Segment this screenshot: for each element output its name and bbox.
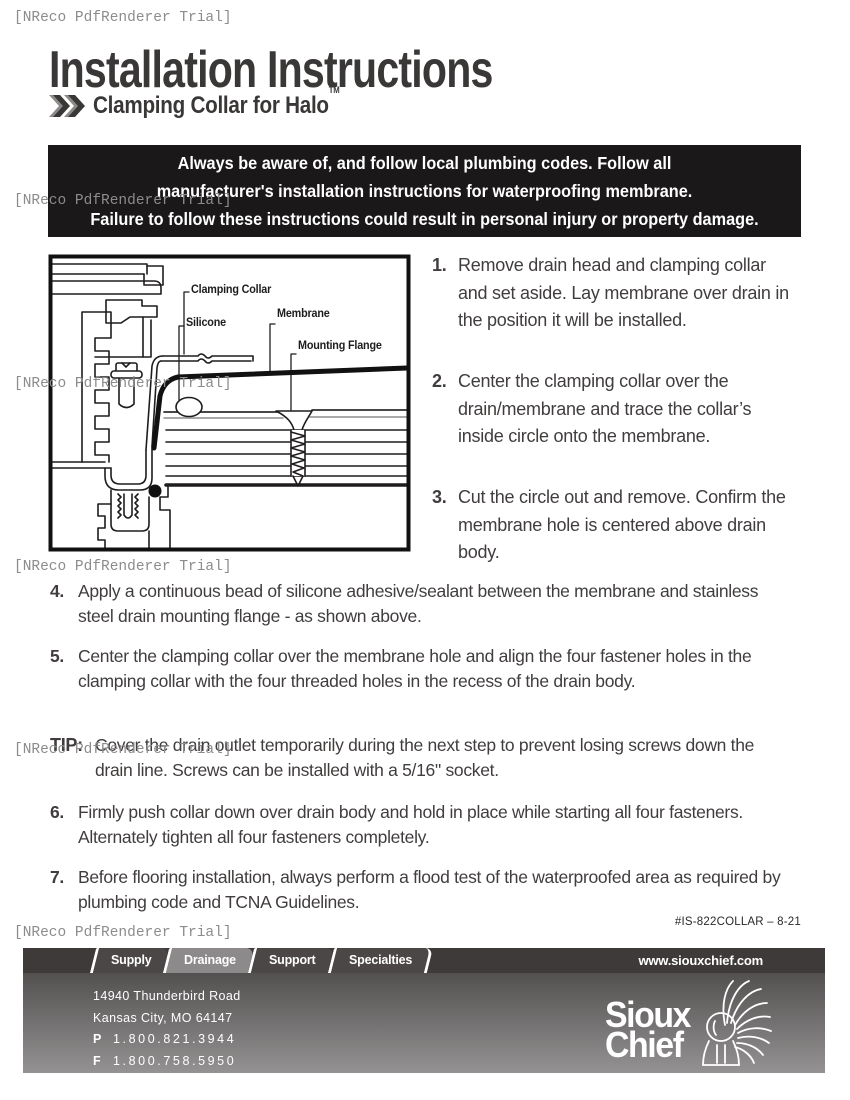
footer: Supply Drainage Support Specialties www.…: [23, 948, 825, 1073]
instruction-step-2: 2. Center the clamping collar over the d…: [432, 368, 794, 451]
page-title: Installation Instructions: [49, 41, 493, 99]
tab-support[interactable]: Support: [248, 948, 335, 973]
step-text: Center the clamping collar over the drai…: [458, 371, 752, 446]
page-subtitle: Clamping Collar for HaloTM: [49, 85, 380, 120]
chief-head-icon: [702, 980, 772, 1066]
tab-specialties[interactable]: Specialties: [327, 948, 434, 973]
tip-label: TIP:: [50, 735, 83, 755]
step-text: Remove drain head and clamping collar an…: [458, 255, 789, 330]
instruction-step-4: 4. Apply a continuous bead of silicone a…: [50, 579, 792, 629]
step-number: 1.: [432, 255, 447, 275]
warning-banner: Always be aware of, and follow local plu…: [48, 145, 801, 237]
step-text: Before flooring installation, always per…: [78, 867, 781, 912]
step-number: 7.: [50, 867, 64, 887]
diagram-label-silicone: Silicone: [186, 315, 226, 329]
diagram-label-mounting-flange: Mounting Flange: [298, 338, 382, 352]
watermark: [NReco PdfRenderer Trial]: [14, 10, 232, 26]
instruction-step-6: 6. Firmly push collar down over drain bo…: [50, 800, 792, 850]
address-line: Kansas City, MO 64147: [93, 1010, 233, 1025]
diagram-label-clamping-collar: Clamping Collar: [191, 282, 272, 296]
warning-line: manufacturer's installation instructions…: [156, 181, 693, 201]
watermark: [NReco PdfRenderer Trial]: [14, 559, 232, 575]
instruction-step-1: 1. Remove drain head and clamping collar…: [432, 252, 794, 335]
subtitle-text: Clamping Collar for HaloTM: [93, 85, 340, 119]
step-number: 4.: [50, 581, 64, 601]
double-chevron-icon: [49, 95, 85, 117]
document-number: #IS-822COLLAR – 8-21: [674, 916, 801, 928]
step-number: 5.: [50, 646, 64, 666]
tip-note: TIP: Cover the drain outlet temporarily …: [50, 733, 792, 783]
tab-drainage[interactable]: Drainage: [163, 948, 255, 973]
diagram-label-membrane: Membrane: [277, 306, 330, 320]
tip-text: Cover the drain outlet temporarily durin…: [95, 735, 755, 780]
footer-tab-bar: Supply Drainage Support Specialties www.…: [23, 948, 825, 973]
step-number: 2.: [432, 371, 447, 391]
watermark: [NReco PdfRenderer Trial]: [14, 925, 232, 941]
step-number: 6.: [50, 802, 64, 822]
step-text: Center the clamping collar over the memb…: [78, 646, 752, 691]
warning-line: Always be aware of, and follow local plu…: [177, 153, 672, 173]
sioux-chief-logo-text: Sioux Chief: [605, 994, 691, 1065]
step-number: 3.: [432, 487, 447, 507]
footer-tabs: Supply Drainage Support Specialties: [89, 948, 434, 973]
warning-line: Failure to follow these instructions cou…: [90, 209, 759, 229]
trademark: TM: [328, 85, 340, 95]
step-text: Firmly push collar down over drain body …: [78, 802, 743, 847]
drain-cross-section-drawing: [48, 254, 411, 552]
step-text: Apply a continuous bead of silicone adhe…: [78, 581, 759, 626]
instruction-step-3: 3. Cut the circle out and remove. Confir…: [432, 484, 794, 567]
instruction-step-7: 7. Before flooring installation, always …: [50, 865, 792, 915]
tab-supply[interactable]: Supply: [89, 948, 170, 973]
instruction-step-5: 5. Center the clamping collar over the m…: [50, 644, 792, 694]
website-link[interactable]: www.siouxchief.com: [638, 953, 763, 968]
address-line: 14940 Thunderbird Road: [93, 989, 241, 1003]
step-text: Cut the circle out and remove. Confirm t…: [458, 487, 786, 562]
footer-body: 14940 Thunderbird Road Kansas City, MO 6…: [23, 973, 825, 1073]
cross-section-diagram: Clamping Collar Silicone Membrane Mounti…: [48, 254, 411, 552]
company-address: 14940 Thunderbird Road Kansas City, MO 6…: [93, 986, 241, 1072]
